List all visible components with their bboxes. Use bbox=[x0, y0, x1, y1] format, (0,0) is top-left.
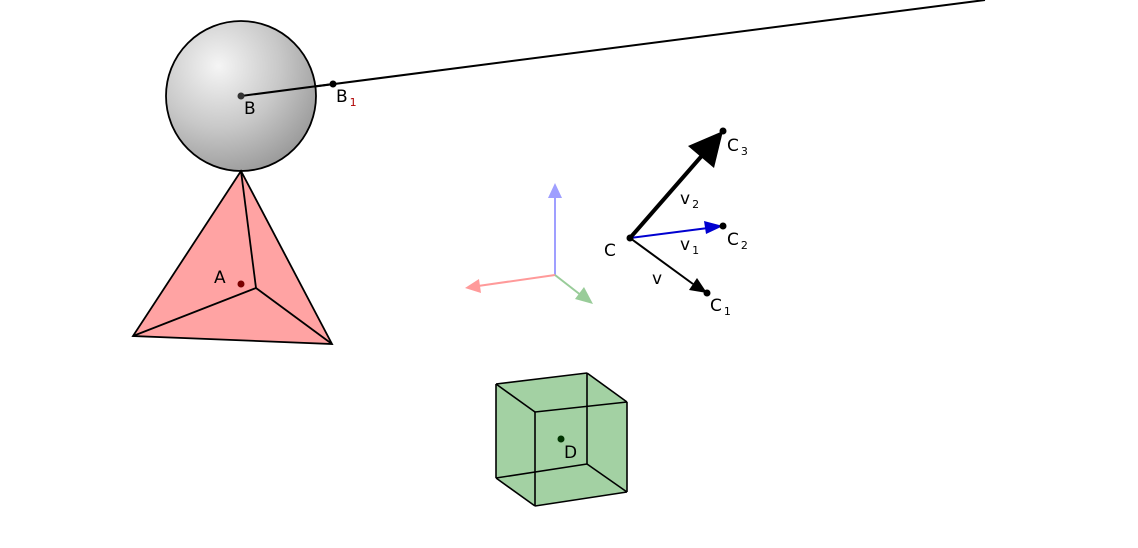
label-d: D bbox=[564, 443, 577, 463]
axis-x bbox=[477, 274, 556, 287]
label-b: B bbox=[244, 99, 256, 119]
tetra-edge-right bbox=[255, 287, 333, 345]
point-c2[interactable] bbox=[719, 222, 727, 230]
tetrahedron[interactable] bbox=[131, 169, 334, 345]
point-c3[interactable] bbox=[719, 127, 727, 135]
point-a[interactable] bbox=[237, 280, 245, 288]
vector-v2-arrowhead bbox=[688, 131, 723, 168]
point-c[interactable] bbox=[626, 234, 634, 242]
label-c: C bbox=[604, 241, 616, 261]
point-b[interactable] bbox=[237, 92, 245, 100]
axis-y-arrowhead bbox=[575, 287, 593, 304]
vector-v1-arrowhead bbox=[704, 221, 723, 234]
vector-v2[interactable] bbox=[628, 149, 708, 240]
label-v: v bbox=[652, 269, 662, 289]
point-c1[interactable] bbox=[703, 289, 711, 297]
vector-v-arrowhead bbox=[689, 278, 707, 293]
axis-z-arrowhead bbox=[548, 183, 562, 198]
tetra-edge-left bbox=[132, 287, 257, 337]
line-b-b1-extended bbox=[240, 0, 986, 97]
point-b1[interactable] bbox=[329, 80, 337, 88]
vector-v[interactable] bbox=[629, 237, 694, 285]
tetra-edge-apex bbox=[240, 170, 257, 289]
label-a: A bbox=[214, 268, 226, 288]
vector-v1[interactable] bbox=[629, 227, 709, 239]
axis-y bbox=[554, 274, 583, 297]
point-d[interactable] bbox=[557, 435, 565, 443]
axis-x-arrowhead bbox=[465, 279, 481, 293]
segment-b-b1 bbox=[240, 83, 334, 97]
